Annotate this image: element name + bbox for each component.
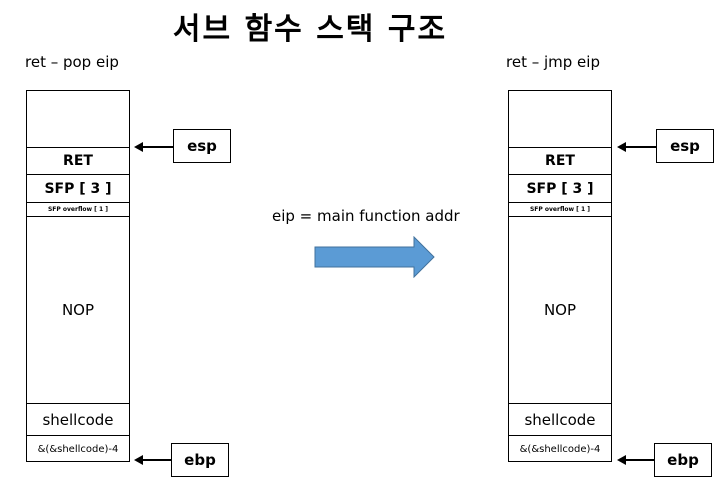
right-sfp-cell: SFP [ 3 ] [509,174,611,202]
left-ebp-box: ebp [171,443,229,477]
right-esp-arrow-head [617,142,626,152]
diagram-title: 서브 함수 스택 구조 [172,12,448,47]
right-ret-cell: RET [509,147,611,174]
left-esp-arrow-line [140,146,174,148]
left-sfp-overflow-cell: SFP overflow [ 1 ] [27,202,129,216]
right-sfp-overflow-cell: SFP overflow [ 1 ] [509,202,611,216]
left-shellcode-cell: shellcode [27,403,129,435]
transition-arrow-icon [314,236,435,278]
left-nop-cell: NOP [27,216,129,403]
left-sfp-cell: SFP [ 3 ] [27,174,129,202]
left-ebp-arrow-line [140,459,172,461]
left-stack: RET SFP [ 3 ] SFP overflow [ 1 ] NOP she… [26,90,130,462]
eip-assignment-label: eip = main function addr [272,207,460,225]
left-esp-arrow-head [134,142,143,152]
left-esp-box: esp [173,129,231,163]
right-esp-arrow-line [623,146,657,148]
left-empty-cell [27,91,129,147]
left-stack-label: ret – pop eip [25,53,119,71]
right-shellcode-cell: shellcode [509,403,611,435]
right-empty-cell [509,91,611,147]
left-ebp-arrow-head [134,455,143,465]
right-stack-label: ret – jmp eip [506,53,600,71]
right-esp-box: esp [656,129,714,163]
right-nop-cell: NOP [509,216,611,403]
right-address-cell: &(&shellcode)-4 [509,435,611,462]
right-stack: RET SFP [ 3 ] SFP overflow [ 1 ] NOP she… [508,90,612,462]
right-ebp-arrow-head [617,455,626,465]
left-ret-cell: RET [27,147,129,174]
left-address-cell: &(&shellcode)-4 [27,435,129,462]
right-ebp-box: ebp [654,443,712,477]
right-ebp-arrow-line [623,459,655,461]
